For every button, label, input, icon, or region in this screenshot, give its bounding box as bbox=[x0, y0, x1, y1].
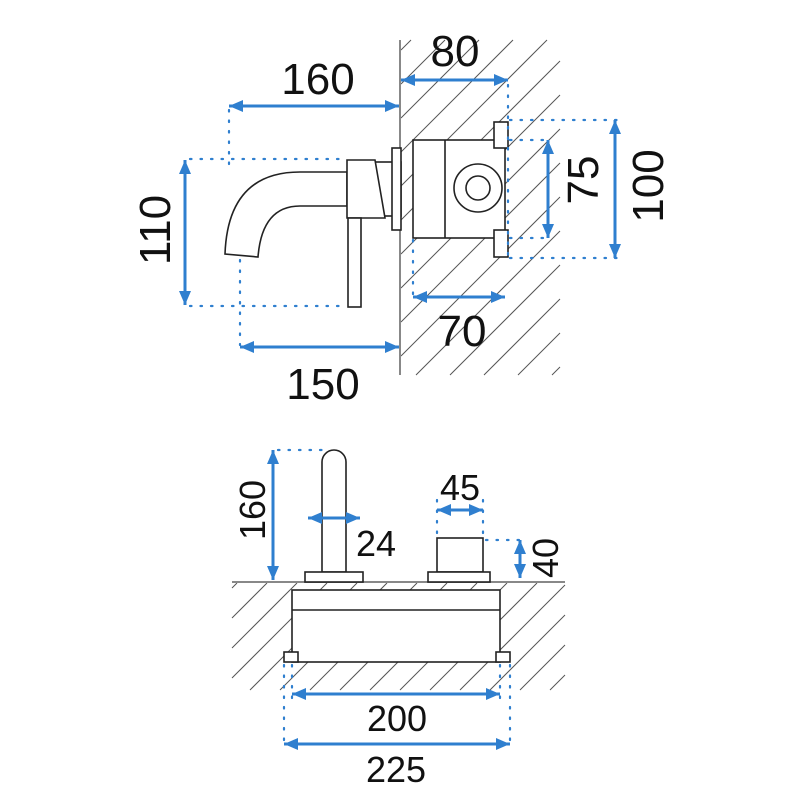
arrow-handle-height bbox=[514, 540, 526, 578]
dim-height: 110 bbox=[131, 195, 180, 265]
dim-box-inner-depth: 70 bbox=[438, 307, 487, 356]
dimension-arrows bbox=[179, 74, 621, 750]
dim-box-inner-height: 75 bbox=[559, 156, 608, 205]
dim-spout-reach: 160 bbox=[281, 55, 354, 104]
front-view bbox=[276, 448, 524, 750]
arrowhead bbox=[413, 291, 427, 303]
arrowhead bbox=[308, 512, 322, 524]
box-tab-bottom bbox=[493, 229, 509, 258]
handle-knob bbox=[436, 537, 484, 573]
arrow-lever-reach bbox=[240, 341, 399, 353]
arrowhead bbox=[401, 74, 415, 86]
arrowhead bbox=[609, 120, 621, 134]
box-tab-right bbox=[495, 651, 511, 663]
hatch-line bbox=[400, 39, 412, 51]
arrow-box-width bbox=[292, 688, 500, 700]
hatch-line bbox=[483, 298, 561, 376]
dim-handle-width: 45 bbox=[440, 467, 480, 508]
spout-front bbox=[321, 449, 347, 573]
hatch-line bbox=[231, 582, 238, 589]
arrow-spout-reach bbox=[229, 100, 399, 112]
dim-handle-height: 40 bbox=[525, 538, 566, 578]
dim-spout-height: 160 bbox=[232, 480, 273, 540]
hatch-line bbox=[415, 230, 561, 376]
arrow-box-depth bbox=[401, 74, 508, 86]
dim-spout-diameter: 24 bbox=[356, 523, 396, 564]
arrowhead bbox=[385, 341, 399, 353]
arrowhead bbox=[542, 224, 554, 238]
arrowhead bbox=[240, 341, 254, 353]
dim-box-width: 200 bbox=[367, 698, 427, 739]
arrowhead bbox=[514, 540, 526, 554]
hatch-line bbox=[231, 582, 298, 649]
dim-box-depth: 80 bbox=[431, 27, 480, 76]
arrow-height bbox=[179, 160, 191, 305]
box-tab-left bbox=[283, 651, 299, 663]
arrowhead bbox=[385, 100, 399, 112]
hatch-line bbox=[459, 584, 566, 691]
arrowhead bbox=[267, 566, 279, 580]
box-tab-top bbox=[493, 121, 509, 149]
arrowhead bbox=[267, 450, 279, 464]
side-view bbox=[188, 83, 622, 347]
hatch-line bbox=[231, 582, 268, 619]
arrowhead bbox=[542, 140, 554, 154]
arrow-spout-height bbox=[267, 450, 279, 580]
hatch-line bbox=[489, 614, 566, 691]
spout bbox=[224, 171, 348, 258]
spout-body bbox=[346, 159, 386, 219]
arrowhead bbox=[179, 160, 191, 174]
hatch-line bbox=[551, 366, 561, 376]
spout-rosette bbox=[304, 571, 364, 583]
arrowhead bbox=[486, 688, 500, 700]
hatch-line bbox=[549, 674, 566, 691]
hatch-line bbox=[517, 332, 561, 376]
arrow-box-outer-height bbox=[609, 120, 621, 258]
hatch-line bbox=[400, 39, 446, 85]
flange bbox=[391, 147, 402, 231]
arrowhead bbox=[496, 738, 510, 750]
dim-lever-reach: 150 bbox=[286, 360, 359, 409]
dim-box-outer-height: 100 bbox=[624, 149, 673, 222]
hatch-line bbox=[400, 196, 561, 357]
arrowhead bbox=[469, 504, 483, 516]
arrow-spout-diameter bbox=[308, 512, 360, 524]
lever-handle bbox=[347, 217, 362, 308]
arrowhead bbox=[292, 688, 306, 700]
hatch-line bbox=[400, 39, 514, 153]
handle-rosette bbox=[427, 571, 491, 583]
arrowhead bbox=[284, 738, 298, 750]
hatch-line bbox=[519, 644, 566, 691]
concealed-box-front bbox=[291, 589, 501, 663]
arrowhead bbox=[514, 564, 526, 578]
arrowhead bbox=[609, 244, 621, 258]
arrowhead bbox=[179, 291, 191, 305]
valve-inner-circle bbox=[465, 175, 491, 201]
arrow-box-inner-depth bbox=[413, 291, 505, 303]
arrow-box-inner-height bbox=[542, 140, 554, 238]
arrow-box-outer-width bbox=[284, 738, 510, 750]
hatch-line bbox=[449, 264, 561, 376]
arrow-handle-width bbox=[437, 504, 483, 516]
arrowhead bbox=[494, 74, 508, 86]
arrowhead bbox=[491, 291, 505, 303]
arrowhead bbox=[437, 504, 451, 516]
arrowhead bbox=[346, 512, 360, 524]
dim-box-outer-width: 225 bbox=[366, 749, 426, 790]
arrowhead bbox=[229, 100, 243, 112]
